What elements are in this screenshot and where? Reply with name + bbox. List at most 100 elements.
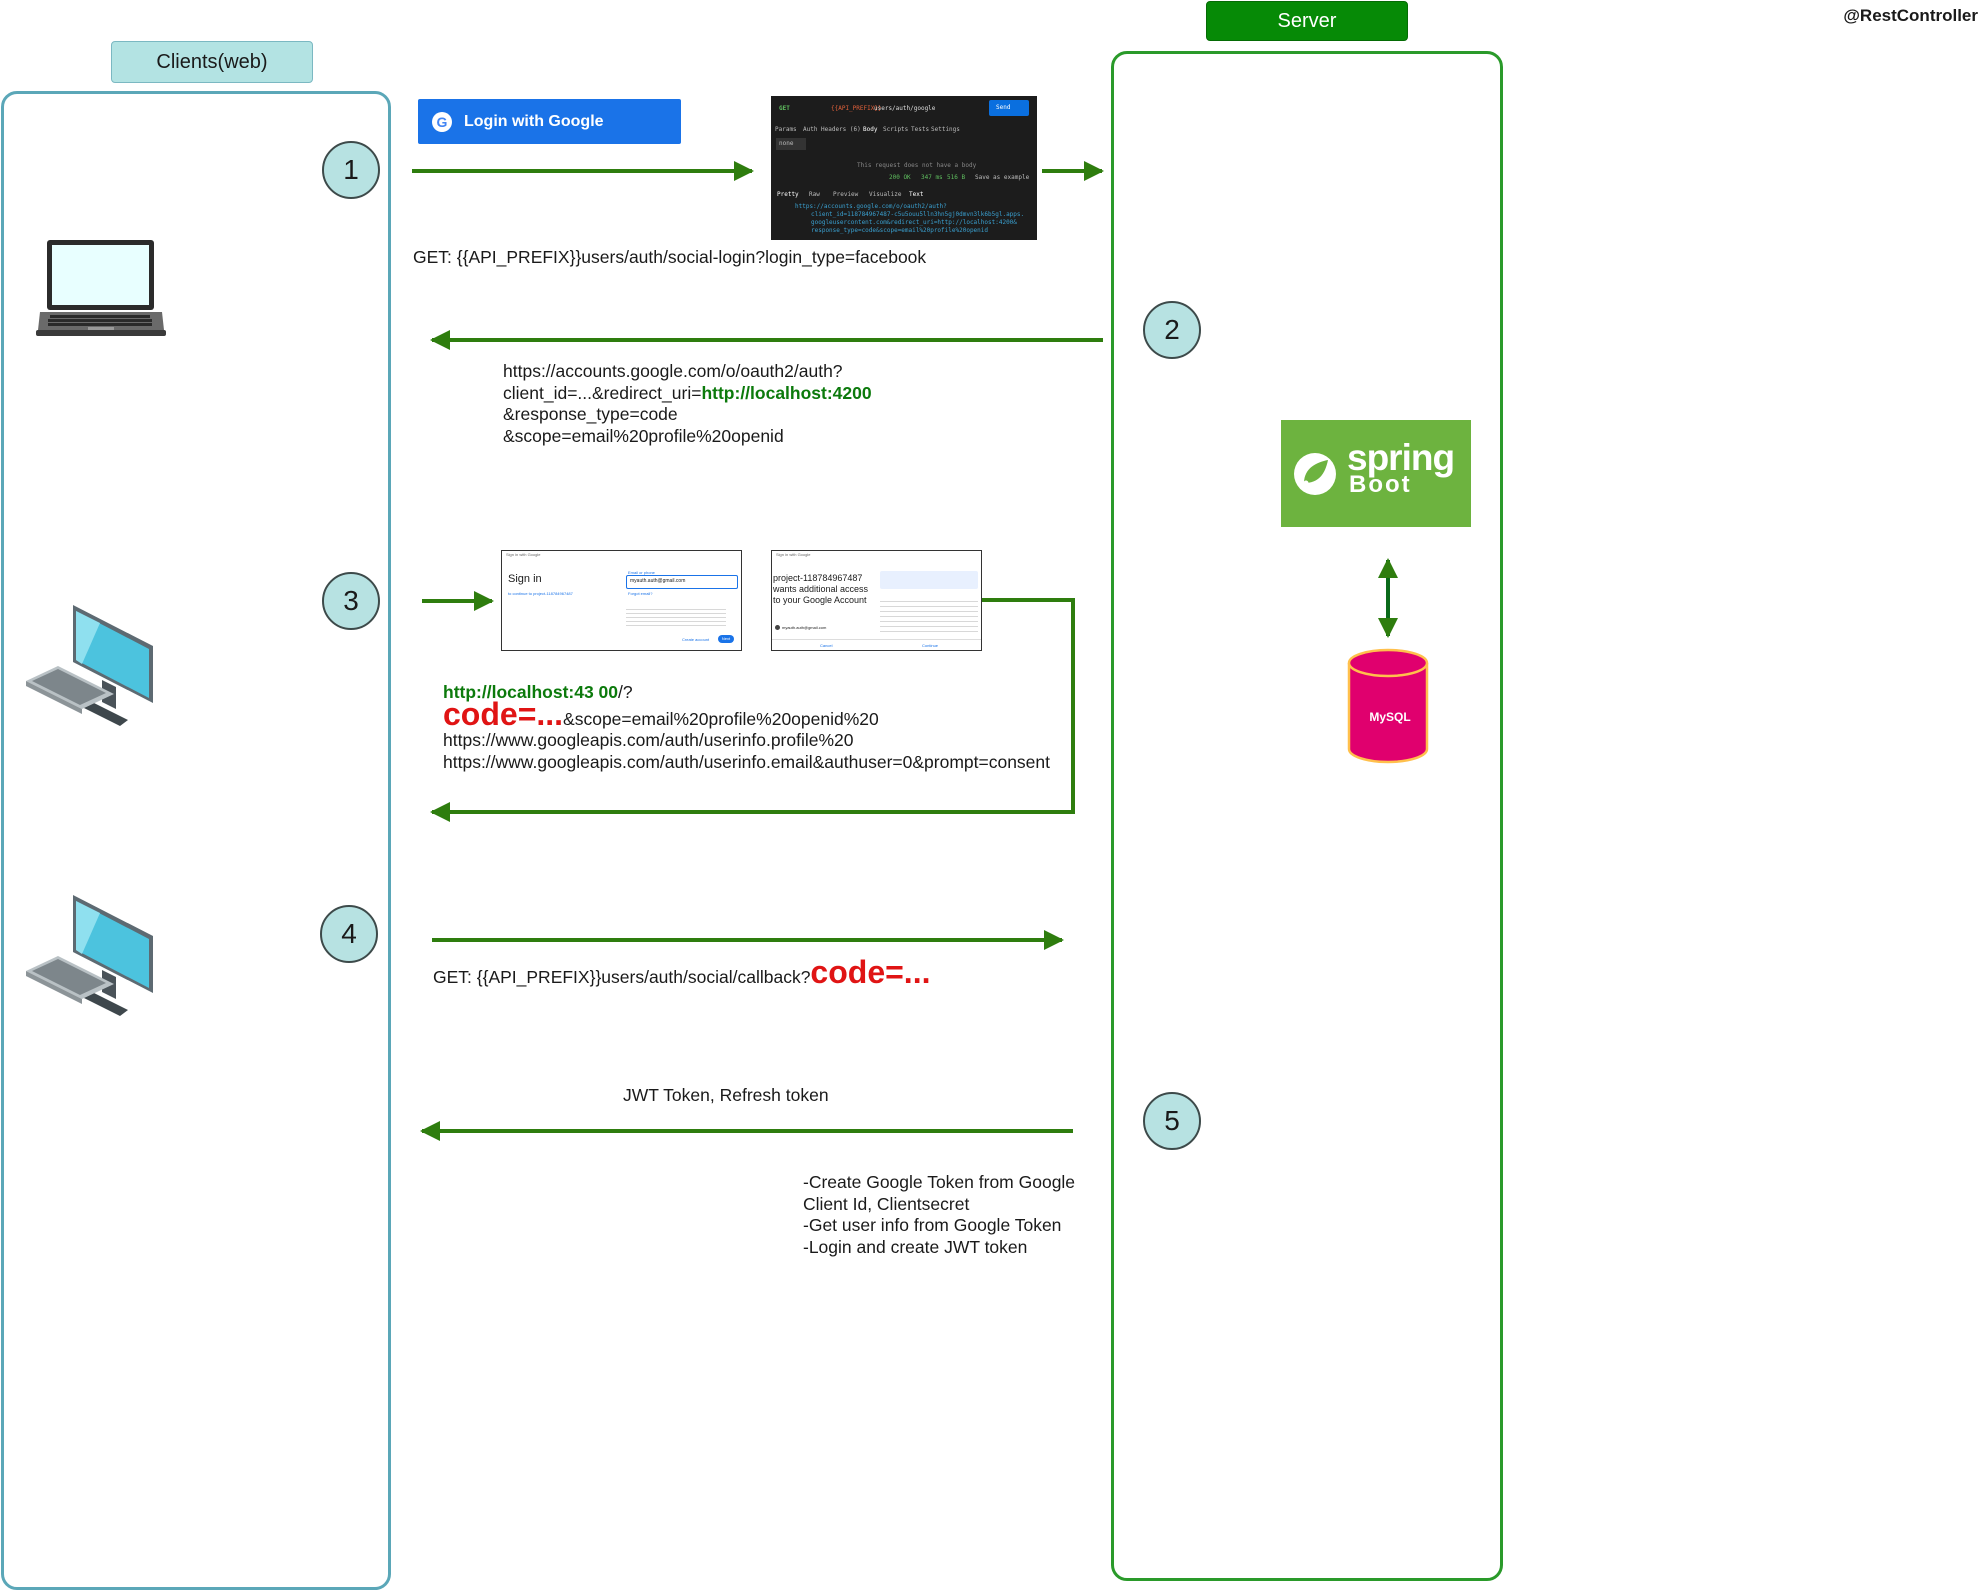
client-lane xyxy=(1,91,391,1590)
signin-forgot-link: Forgot email? xyxy=(628,591,653,596)
spring-boot-logo: spring Boot xyxy=(1281,420,1471,527)
consent-continue-button: Continue xyxy=(922,643,939,648)
account-avatar-icon xyxy=(775,625,780,630)
step5-note: -Get user info from Google Token xyxy=(803,1215,1062,1235)
step3-code-param: code=... xyxy=(443,695,564,732)
postman-no-body-note: This request does not have a body xyxy=(857,162,977,169)
postman-tab: Body xyxy=(863,126,878,133)
step2-line-2-prefix: client_id=...&redirect_uri= xyxy=(503,382,702,403)
signin-email-value: myauth.auth@gmail.com xyxy=(630,578,686,584)
step2-line-1: https://accounts.google.com/o/oauth2/aut… xyxy=(503,361,843,381)
step2-line-2: client_id=...&redirect_uri=http://localh… xyxy=(503,383,872,405)
signin-create-account: Create account xyxy=(682,637,710,642)
consent-divider xyxy=(772,639,981,640)
step5-note: -Login and create JWT token xyxy=(803,1236,1028,1257)
signin-fine-print xyxy=(626,606,726,626)
spring-leaf-icon xyxy=(1294,453,1336,495)
postman-tab: Params xyxy=(775,126,797,133)
step3-line-1-suffix: /? xyxy=(618,682,633,702)
postman-view-tab: Text xyxy=(909,191,924,198)
step1-request-text: GET: {{API_PREFIX}}users/auth/social-log… xyxy=(413,247,927,267)
postman-body-mode-label: none xyxy=(779,140,794,147)
laptop-icon xyxy=(36,240,166,336)
postman-view-tab: Raw xyxy=(809,191,820,198)
postman-save-label: Save as example xyxy=(975,174,1030,181)
postman-size: 516 B xyxy=(947,174,966,181)
step-4-marker: 4 xyxy=(320,905,378,963)
step5-note: -Create Google Token from Google xyxy=(803,1172,1076,1192)
postman-tab: Headers (6) xyxy=(821,126,861,133)
consent-cancel-button: Cancel xyxy=(820,643,833,648)
postman-view-tab: Preview xyxy=(833,191,859,198)
login-with-google-label: Login with Google xyxy=(464,112,604,130)
step2-line-4: &scope=email%20profile%20openid xyxy=(503,425,784,446)
postman-response-line: response_type=code&scope=email%20profile… xyxy=(811,227,989,234)
signin-caption: Sign in with Google xyxy=(506,552,541,557)
step3-scope: &scope=email%20profile%20openid%20 xyxy=(563,708,879,729)
google-g-icon: G xyxy=(432,111,452,132)
login-with-google-button[interactable]: G Login with Google xyxy=(418,99,681,144)
step3-line-2: code=...&scope=email%20profile%20openid%… xyxy=(443,698,1050,731)
step4-request-text: GET: {{API_PREFIX}}users/auth/social/cal… xyxy=(433,956,930,989)
step4-request-prefix: GET: {{API_PREFIX}}users/auth/social/cal… xyxy=(433,967,811,987)
step4-code-param: code=... xyxy=(810,954,931,990)
step-1-marker: 1 xyxy=(322,141,380,199)
postman-response-line: client_id=118784967487-c5u5ouu5lln3hn5gj… xyxy=(811,211,1025,218)
google-consent-screenshot: Sign in with Google project-118784967487… xyxy=(771,550,982,651)
signin-email-field: myauth.auth@gmail.com xyxy=(626,575,738,589)
consent-fine-print xyxy=(880,597,978,633)
boot-wordmark: Boot xyxy=(1349,471,1412,498)
step2-line-3: &response_type=code xyxy=(503,404,678,424)
step5-notes: -Create Google Token from Google Client … xyxy=(803,1172,1075,1258)
postman-view-tab: Pretty xyxy=(777,191,799,198)
database-icon xyxy=(1347,648,1429,764)
step-5-marker: 5 xyxy=(1143,1092,1201,1150)
mysql-label: MySQL xyxy=(1369,710,1411,724)
postman-send-button: Send xyxy=(989,100,1029,116)
consent-caption: Sign in with Google xyxy=(776,552,811,557)
postman-request-screenshot: GET {{API_PREFIX}} users/auth/google Sen… xyxy=(771,96,1037,240)
signin-next-button: Next xyxy=(718,635,734,643)
step3-line-3: https://www.googleapis.com/auth/userinfo… xyxy=(443,730,854,750)
step2-redirect-uri: http://localhost:4200 xyxy=(701,382,872,403)
consent-scope-box xyxy=(880,571,978,589)
step-2-marker: 2 xyxy=(1143,301,1201,359)
postman-status: 200 OK xyxy=(889,174,911,181)
postman-send-label: Send xyxy=(996,104,1011,111)
google-signin-screenshot: Sign in with Google Sign in to continue … xyxy=(501,550,742,651)
postman-tab: Settings xyxy=(931,126,960,133)
postman-response-line: https://accounts.google.com/o/oauth2/aut… xyxy=(795,203,947,210)
postman-time: 347 ms xyxy=(921,174,943,181)
postman-body-mode: none xyxy=(776,138,806,150)
step3-line-1: http://localhost:43 00/? xyxy=(443,682,1050,704)
step3-callback-text: http://localhost:43 00/? code=...&scope=… xyxy=(443,682,1050,773)
postman-tab: Auth xyxy=(803,126,818,133)
step2-redirect-text: https://accounts.google.com/o/oauth2/aut… xyxy=(503,361,872,447)
postman-url-path: users/auth/google xyxy=(874,105,936,112)
step3-localhost: http://localhost:43 00 xyxy=(443,682,619,702)
step5-response-text: JWT Token, Refresh token xyxy=(623,1085,829,1105)
postman-method: GET xyxy=(779,105,790,112)
desktop-computer-icon xyxy=(26,895,153,1016)
postman-response-line: googleusercontent.com&redirect_uri=http:… xyxy=(811,219,1017,226)
postman-url-prefix: {{API_PREFIX}} xyxy=(831,105,882,112)
server-lane xyxy=(1111,51,1503,1581)
postman-tab: Scripts xyxy=(883,126,909,133)
consent-account: myauth.auth@gmail.com xyxy=(782,625,827,630)
step-3-marker: 3 xyxy=(322,572,380,630)
step5-note: Client Id, Clientsecret xyxy=(803,1193,970,1214)
signin-subtitle: to continue to project-118784967487 xyxy=(508,591,573,596)
rest-controller-label: @RestController xyxy=(1843,6,1978,25)
postman-view-tab: Visualize xyxy=(869,191,902,198)
signin-email-label: Email or phone xyxy=(628,570,655,575)
desktop-computer-icon xyxy=(26,605,153,726)
step3-line-4: https://www.googleapis.com/auth/userinfo… xyxy=(443,751,1051,772)
server-lane-title: Server xyxy=(1206,1,1408,41)
arrow-step3-callback xyxy=(430,598,1075,822)
postman-tab: Tests xyxy=(911,126,930,133)
client-lane-title: Clients(web) xyxy=(111,41,313,83)
signin-title: Sign in xyxy=(508,573,542,585)
consent-title: project-118784967487 wants additional ac… xyxy=(773,573,869,605)
spring-wordmark: spring xyxy=(1347,437,1455,478)
